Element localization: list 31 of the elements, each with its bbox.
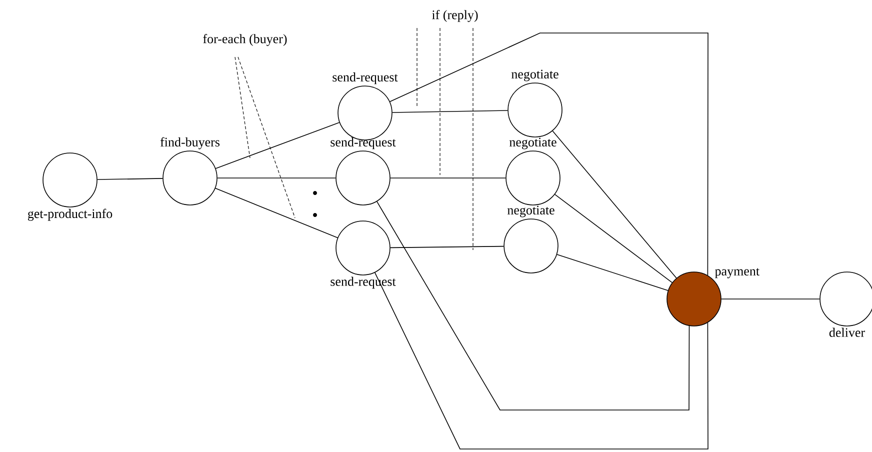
circle-node: payment [666, 268, 760, 326]
connector-line [554, 194, 672, 283]
node-label: negotiate [507, 206, 554, 218]
connector-line [390, 32, 708, 276]
circle-node: negotiate [506, 138, 560, 206]
connector-line [97, 178, 164, 180]
circle-node: negotiate [508, 70, 562, 138]
circle-node: get-product-info [28, 152, 112, 221]
node-label: send-request [332, 72, 398, 84]
connector-line [215, 122, 340, 169]
connector-line [392, 110, 508, 113]
connector-line [376, 201, 690, 410]
node-label: send-request [330, 137, 396, 150]
annotation-text: for-each (buyer) [203, 34, 287, 46]
node-label: get-product-info [28, 208, 112, 221]
connector-line [721, 298, 820, 300]
circle-node: find-buyers [160, 137, 220, 206]
annotation-text: if (reply) [432, 10, 478, 22]
connector-line [390, 246, 504, 248]
connector-line [552, 130, 677, 278]
connector-line [556, 254, 668, 291]
node-label: find-buyers [160, 137, 220, 150]
node-label: deliver [829, 328, 865, 337]
node-label: payment [714, 268, 760, 278]
circle-node: send-request [330, 137, 396, 206]
connector-line [374, 272, 708, 450]
node-label: negotiate [509, 138, 556, 150]
connector-line [215, 188, 338, 238]
node-label: negotiate [511, 70, 558, 82]
circle-node: negotiate [504, 206, 558, 274]
circle-node: deliver [820, 272, 872, 337]
